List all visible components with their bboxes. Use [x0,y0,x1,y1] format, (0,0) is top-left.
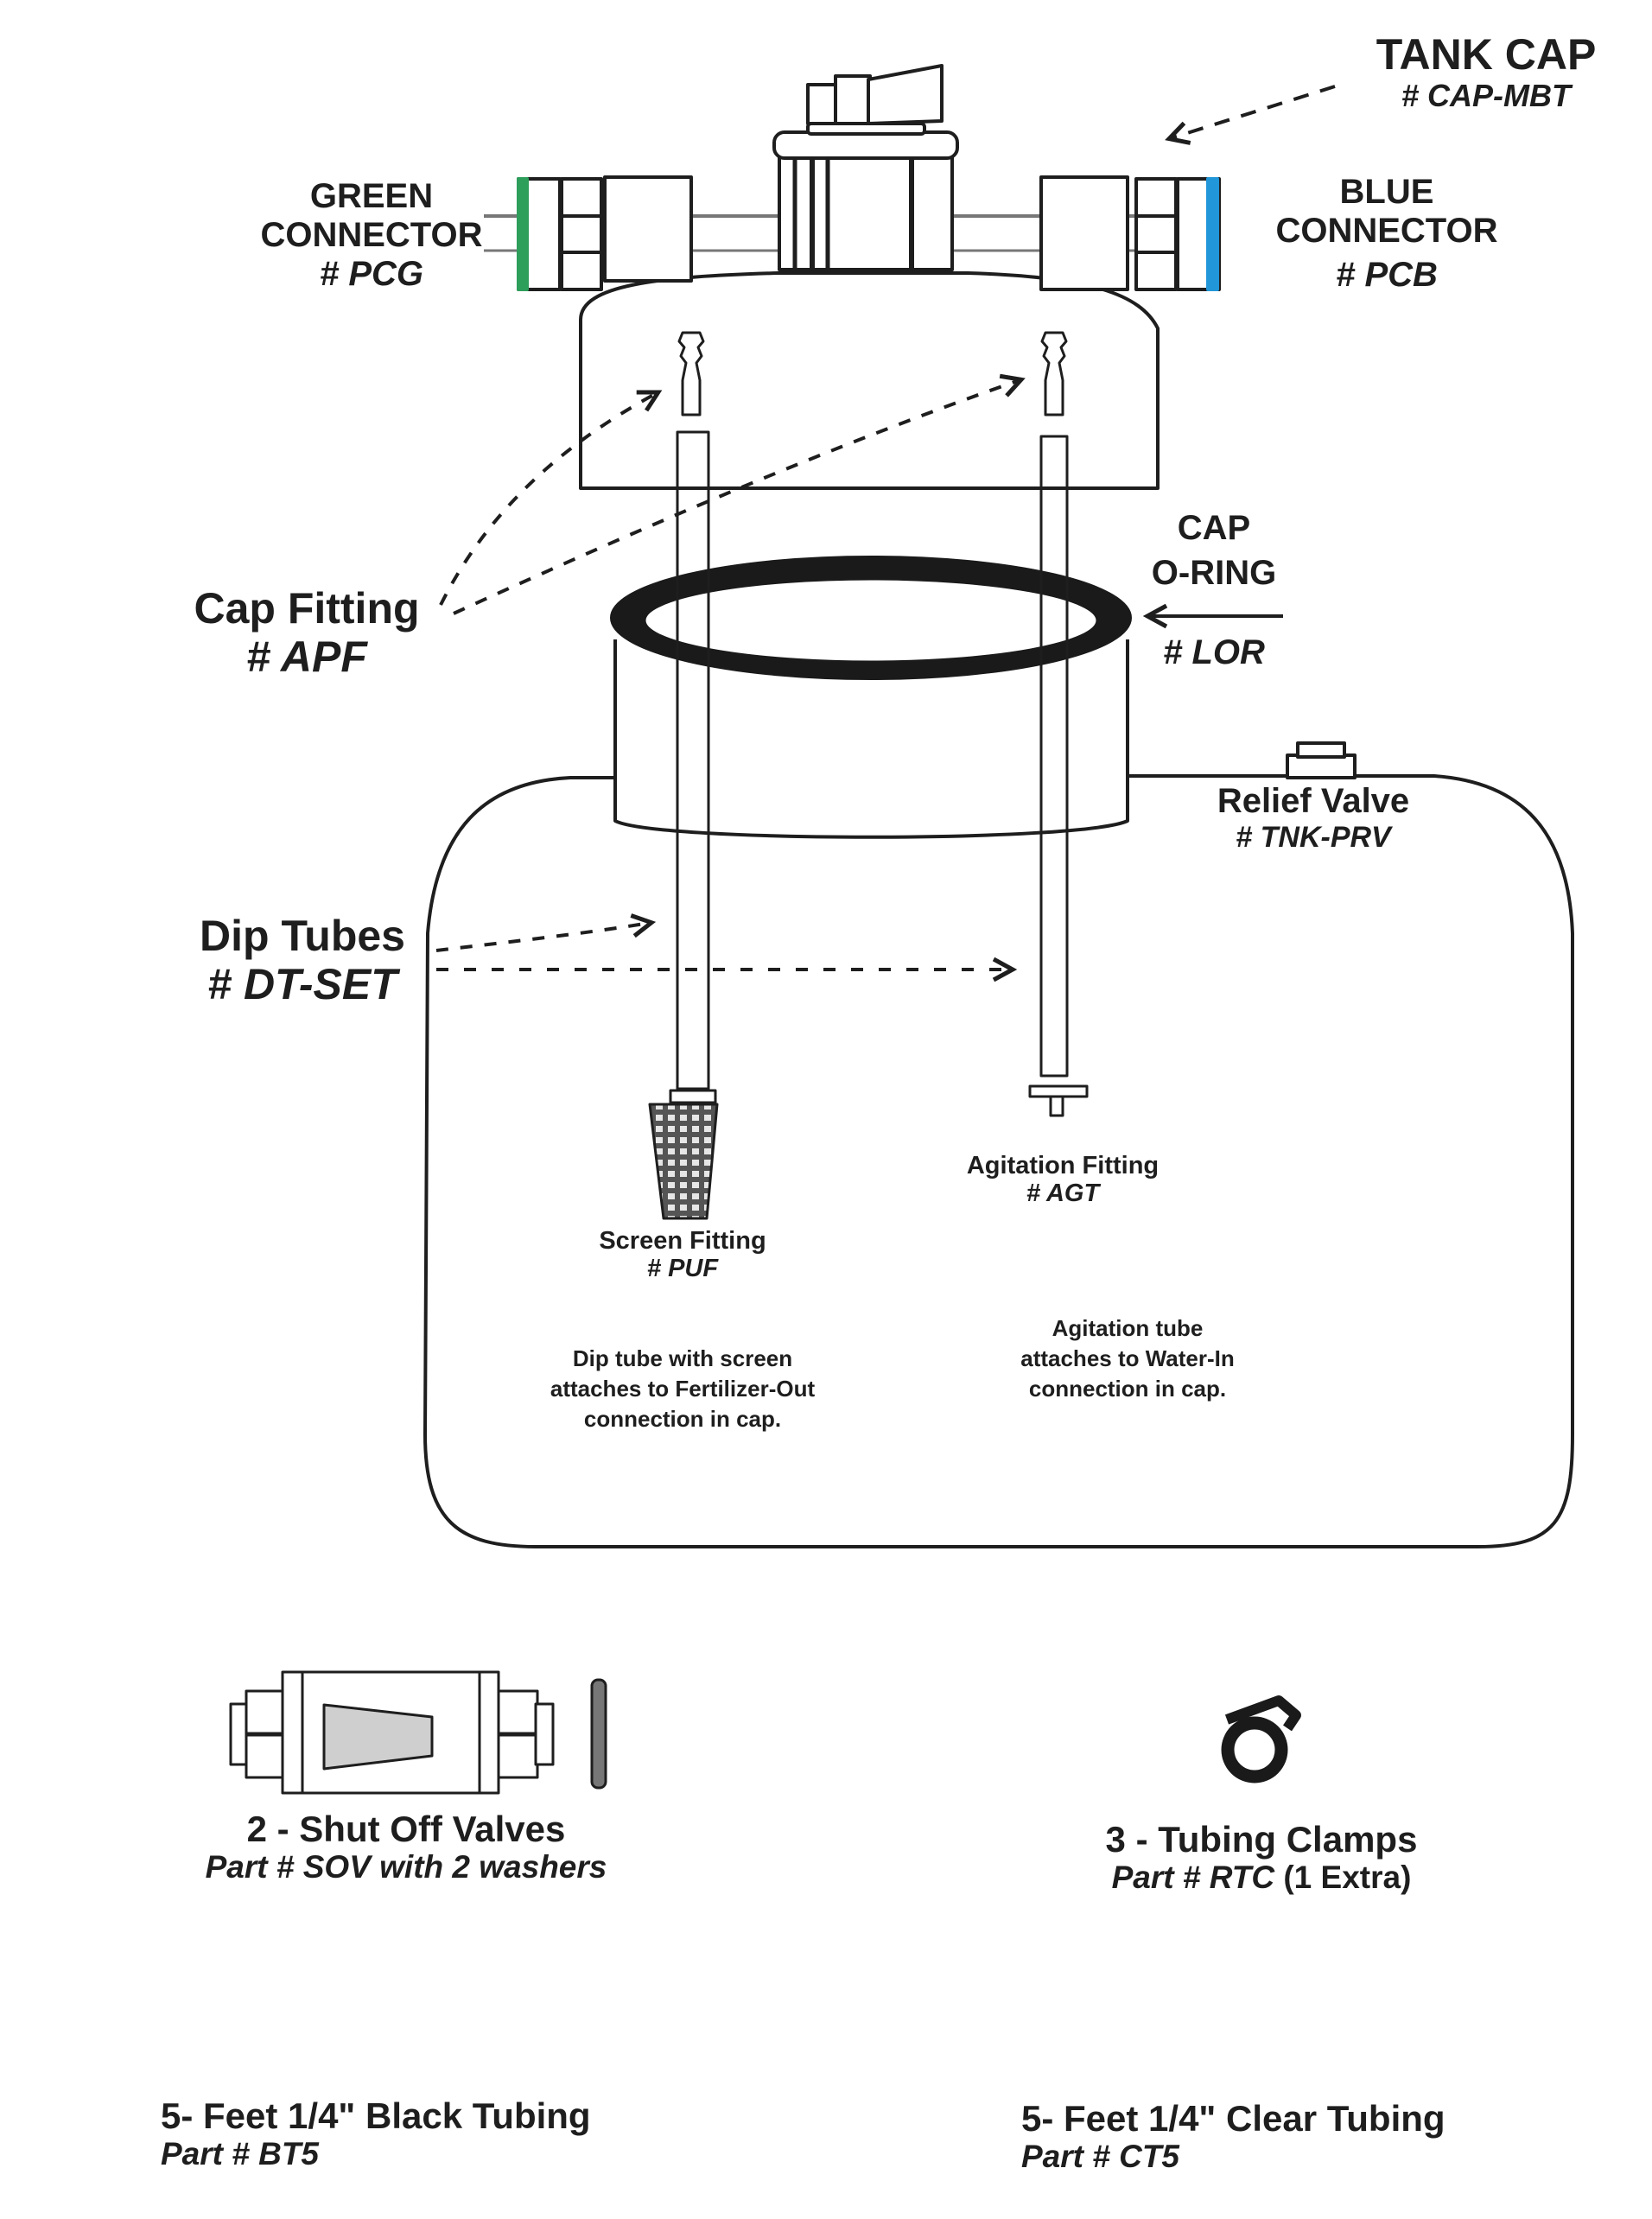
label-black-tubing: 5- Feet 1/4" Black Tubing Part # BT5 [161,2095,679,2171]
cap-oring-part: # LOR [1163,633,1265,671]
tank-body [423,774,1574,1548]
tank-cap-title: TANK CAP [1376,30,1597,79]
agitation-note-line3: connection in cap. [1028,1376,1227,1402]
green-connector-part: # PCG [319,254,424,293]
tubing-clamps-part: Part # RTC [1111,1860,1275,1896]
tank-cap-icon [484,64,1221,490]
blue-connector-title-line2: CONNECTOR [1275,211,1498,250]
screen-fitting-note: Dip tube with screen attaches to Fertili… [510,1344,855,1434]
blue-connector-part: # PCB [1336,255,1438,294]
dip-tube-arrow-left [435,913,657,952]
black-tubing-part: Part # BT5 [161,2136,320,2172]
tubing-clamps-part-line: Part # RTC (1 Extra) [1063,1860,1460,1895]
agitation-fitting-part: # AGT [1026,1179,1100,1208]
tubing-clamp-icon [1221,1695,1301,1783]
relief-valve-part: # TNK-PRV [1236,820,1391,854]
label-agitation-fitting: Agitation Fitting # AGT [916,1152,1210,1208]
agitation-fitting-icon [1028,1084,1089,1117]
tubing-clamps-title: 3 - Tubing Clamps [1105,1819,1418,1860]
black-tubing-title: 5- Feet 1/4" Black Tubing [161,2095,591,2136]
cap-fitting-left-icon [677,331,705,416]
screen-note-line1: Dip tube with screen [572,1345,793,1371]
blue-connector-title-line1: BLUE [1339,173,1434,211]
cap-fitting-arrow-right [453,373,1026,615]
agitation-note-line1: Agitation tube [1052,1315,1204,1341]
cap-fitting-arrow-left [439,390,663,606]
tank-neck [613,639,1129,839]
label-cap-fitting: Cap Fitting # APF [164,584,449,681]
dip-tube-right [1039,435,1069,1078]
label-green-connector: GREEN CONNECTOR # PCG [246,177,497,293]
screen-fitting-title: Screen Fitting [599,1227,766,1255]
cap-fitting-title: Cap Fitting [194,584,420,633]
label-shut-off-valves: 2 - Shut Off Valves Part # SOV with 2 wa… [164,1809,648,1885]
green-connector-title-line1: GREEN [309,177,434,215]
label-tubing-clamps: 3 - Tubing Clamps Part # RTC (1 Extra) [1063,1819,1460,1895]
label-dip-tubes: Dip Tubes # DT-SET [173,912,432,1008]
tank-cap-arrow [1165,85,1336,145]
tank-cap-part: # CAP-MBT [1401,78,1571,113]
cap-oring-title-line1: CAP [1177,509,1251,547]
relief-valve-title: Relief Valve [1217,782,1410,820]
relief-valve-icon [1286,741,1357,779]
shut-off-valves-part: Part # SOV with 2 washers [205,1849,607,1885]
clear-tubing-title: 5- Feet 1/4" Clear Tubing [1021,2098,1446,2139]
agitation-note: Agitation tube attaches to Water-In conn… [985,1313,1270,1404]
label-tank-cap: TANK CAP # CAP-MBT [1339,30,1633,113]
tubing-clamps-extra: (1 Extra) [1274,1860,1412,1896]
dip-tubes-part: # DT-SET [207,960,397,1008]
cap-oring-title-line2: O-RING [1151,554,1277,592]
screen-note-line2: attaches to Fertilizer-Out [550,1376,816,1402]
label-clear-tubing: 5- Feet 1/4" Clear Tubing Part # CT5 [1021,2098,1540,2174]
shut-off-valves-title: 2 - Shut Off Valves [246,1809,566,1849]
shut-off-valve-icon [229,1670,555,1795]
dip-tubes-title: Dip Tubes [200,912,405,960]
cap-oring-icon [610,556,1132,680]
label-screen-fitting: Screen Fitting # PUF [553,1227,812,1283]
screen-fitting-part: # PUF [646,1255,719,1283]
label-blue-connector: BLUE CONNECTOR # PCB [1270,173,1503,294]
washer-icon [590,1678,607,1790]
screen-note-line3: connection in cap. [583,1406,782,1433]
dip-tube-left [669,430,717,1104]
clear-tubing-part: Part # CT5 [1021,2139,1180,2175]
agitation-note-line2: attaches to Water-In [1020,1345,1235,1372]
green-connector-title-line2: CONNECTOR [260,215,483,254]
cap-fitting-part: # APF [246,633,367,681]
screen-fitting-icon [648,1103,719,1220]
label-cap-oring: CAP O-RING # LOR [1123,505,1305,675]
agitation-fitting-title: Agitation Fitting [966,1152,1160,1179]
cap-fitting-right-icon [1040,331,1068,416]
label-relief-valve: Relief Valve # TNK-PRV [1184,782,1443,854]
